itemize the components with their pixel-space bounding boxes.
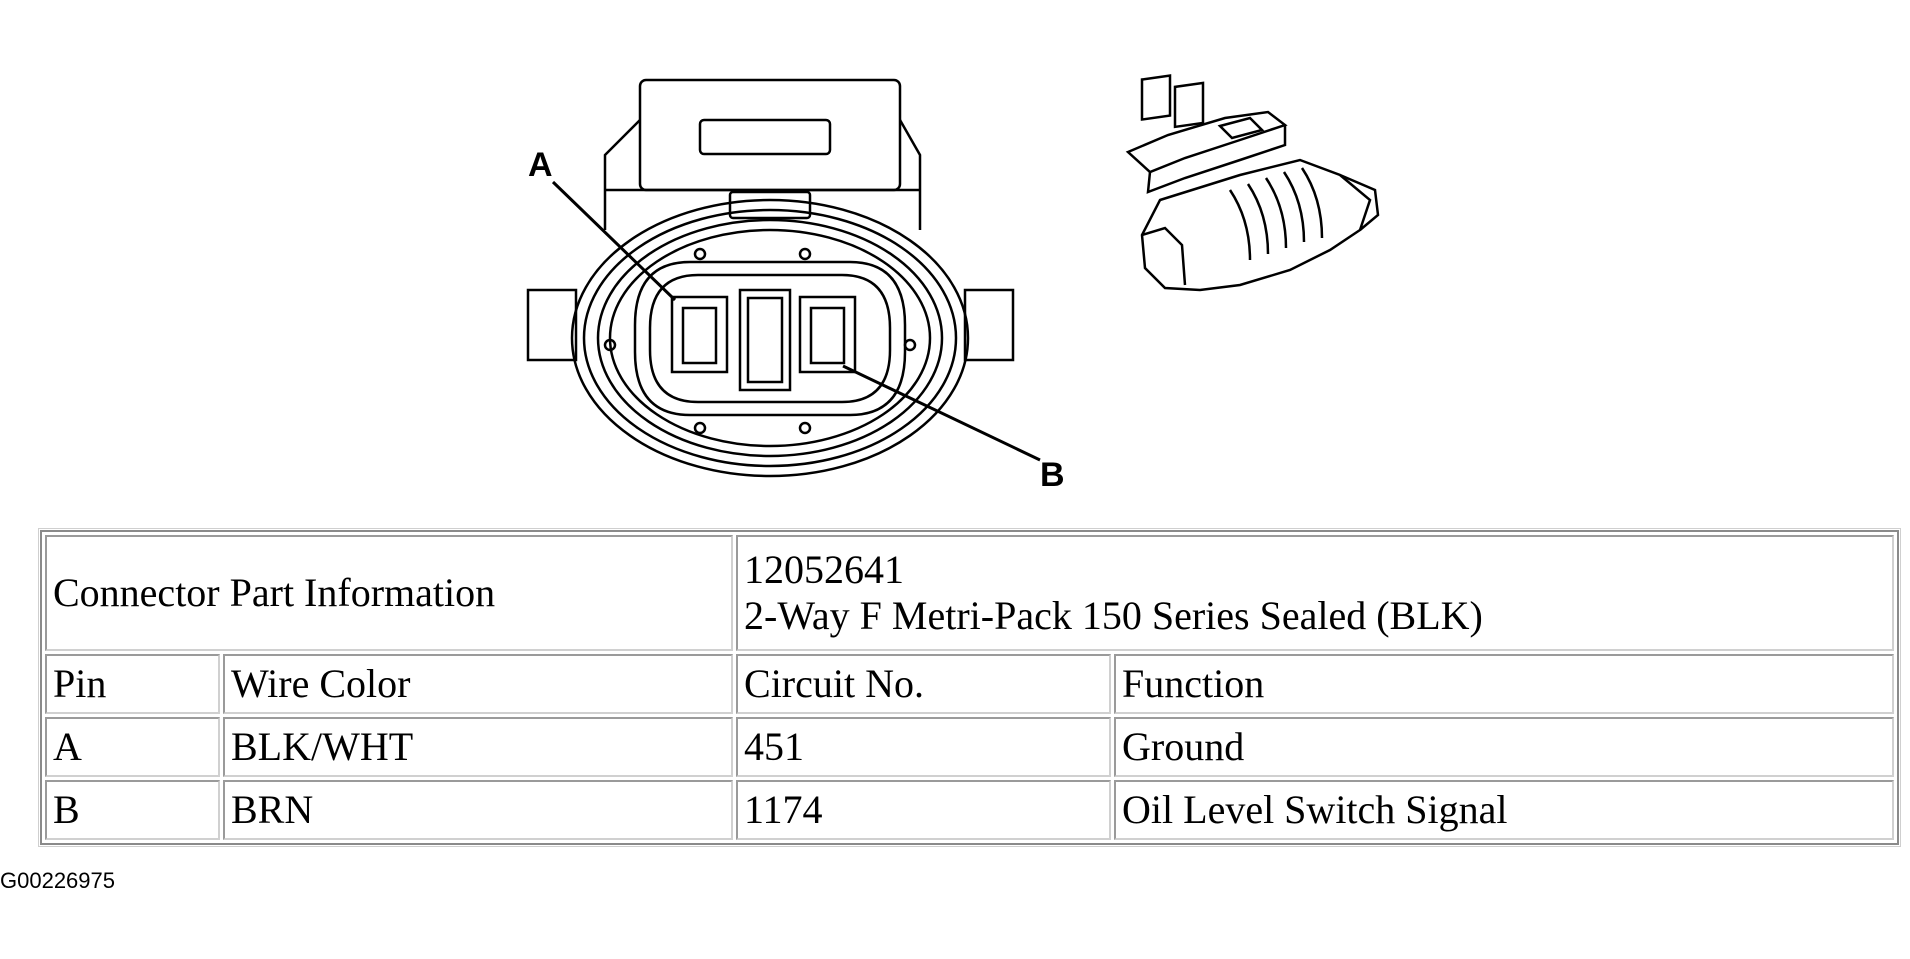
pin-cell: A [45, 717, 220, 777]
part-description: 2-Way F Metri-Pack 150 Series Sealed (BL… [744, 593, 1483, 638]
connector-info-table: Connector Part Information 12052641 2-Wa… [37, 528, 1902, 847]
callout-pin-a: A [528, 146, 553, 184]
circuit-cell: 451 [736, 717, 1112, 777]
callout-pin-b: B [1040, 456, 1065, 494]
figure-id: G00226975 [0, 868, 115, 893]
pin-cell: B [45, 780, 220, 840]
header-wire-color: Wire Color [223, 654, 734, 714]
function-cell: Ground [1114, 717, 1895, 777]
wire-color-cell: BRN [223, 780, 734, 840]
part-info-value: 12052641 2-Way F Metri-Pack 150 Series S… [736, 535, 1895, 651]
connector-front-view [526, 78, 1041, 478]
part-info-row: Connector Part Information 12052641 2-Wa… [45, 535, 1895, 651]
header-pin: Pin [45, 654, 220, 714]
connector-isometric-view [1125, 74, 1380, 292]
connector-drawings [526, 74, 1380, 478]
header-circuit-no: Circuit No. [736, 654, 1112, 714]
table-header-row: Pin Wire Color Circuit No. Function [45, 654, 1895, 714]
table-row: B BRN 1174 Oil Level Switch Signal [45, 780, 1895, 840]
part-info-label: Connector Part Information [45, 535, 734, 651]
circuit-cell: 1174 [736, 780, 1112, 840]
part-number: 12052641 [744, 547, 905, 592]
header-function: Function [1114, 654, 1895, 714]
wire-color-cell: BLK/WHT [223, 717, 734, 777]
function-cell: Oil Level Switch Signal [1114, 780, 1895, 840]
table-row: A BLK/WHT 451 Ground [45, 717, 1895, 777]
